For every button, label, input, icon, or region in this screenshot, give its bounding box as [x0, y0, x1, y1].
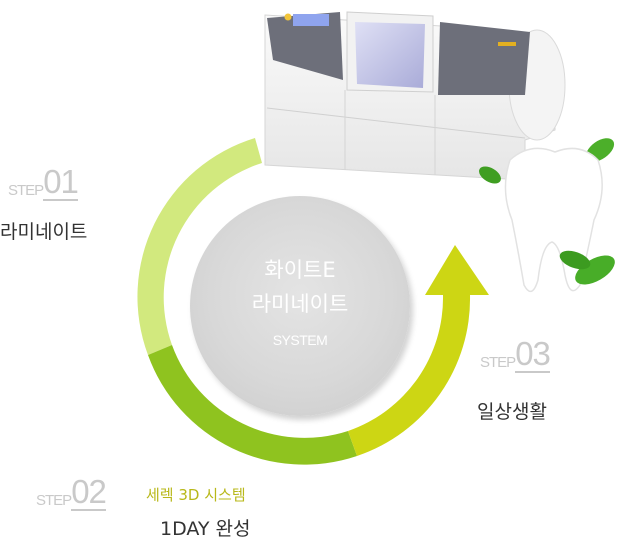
center-title-line3: SYSTEM — [272, 332, 328, 348]
step3-number: 03 — [515, 335, 551, 373]
step2-label: STEP 02 — [36, 473, 107, 511]
milling-machine-image — [264, 11, 566, 180]
step2-number: 02 — [71, 473, 107, 511]
step2-word: STEP — [36, 492, 72, 509]
step3-label: STEP 03 — [480, 335, 551, 373]
step3-word: STEP — [480, 354, 516, 371]
center-title-line2: 라미네이트 — [251, 292, 349, 316]
ring-segment-step3-arrow — [348, 245, 489, 456]
step1-label: STEP 01 — [8, 163, 79, 201]
step1-word: STEP — [8, 182, 44, 199]
step2-title: 1DAY 완성 — [160, 518, 251, 540]
ring-segment-step2 — [148, 345, 357, 465]
tooth-with-leaves-image — [479, 138, 615, 293]
step2-subtitle: 세렉 3D 시스템 — [146, 486, 246, 504]
step1-title: 라미네이트 — [0, 221, 88, 243]
step1-number: 01 — [43, 163, 79, 201]
center-title-line1: 화이트E — [264, 258, 336, 282]
ring-segment-step1 — [137, 138, 262, 355]
center-badge: 화이트E 라미네이트 SYSTEM — [190, 196, 410, 416]
step3-title: 일상생활 — [477, 401, 547, 423]
